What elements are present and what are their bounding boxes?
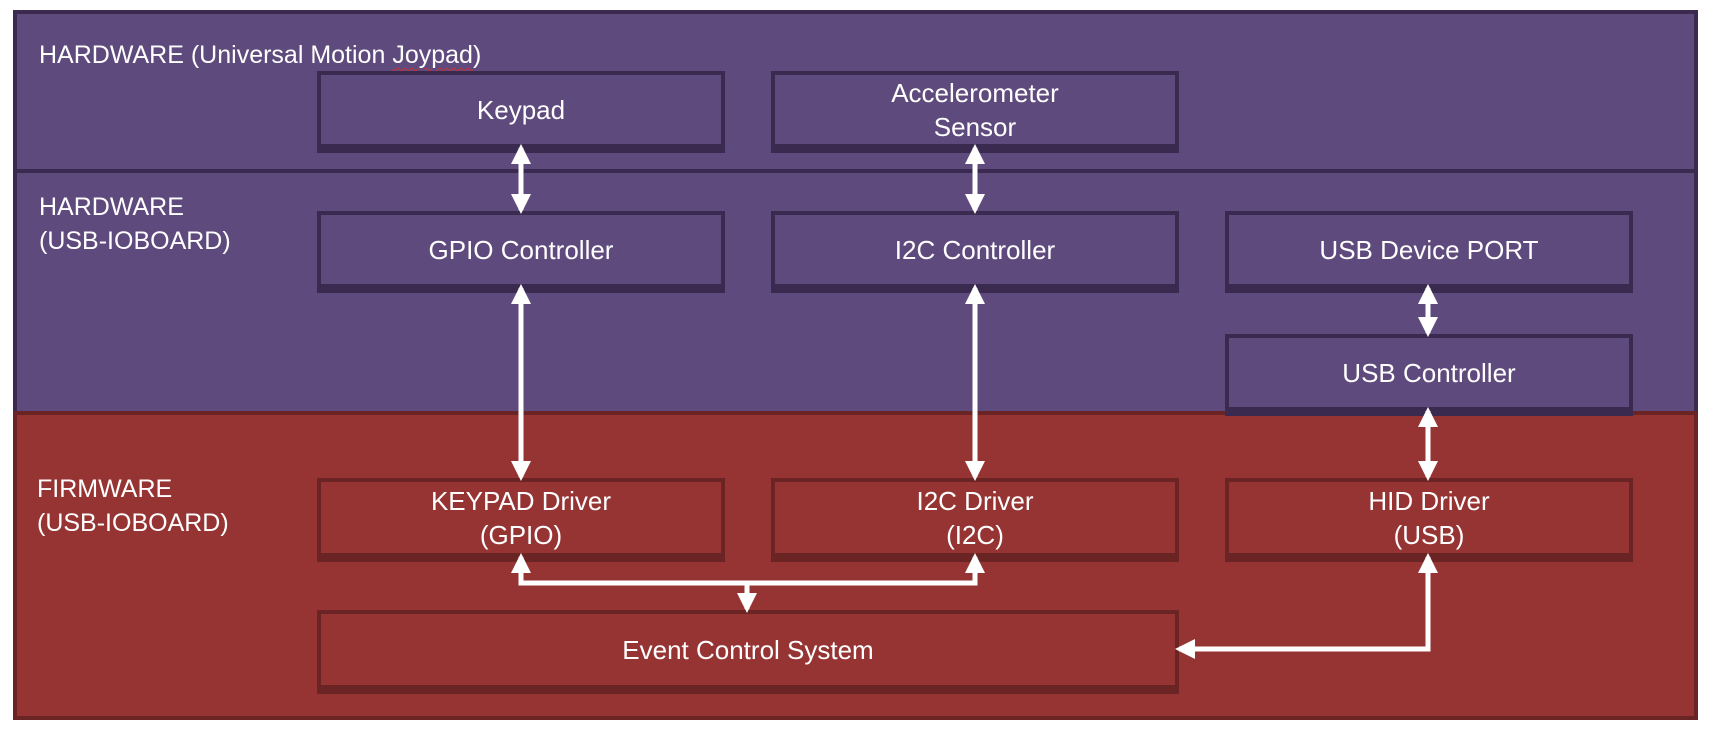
event-control-system-box: Event Control System: [317, 610, 1179, 694]
hid-driver-box: HID Driver (USB): [1225, 478, 1633, 562]
keypad-driver-box: KEYPAD Driver (GPIO): [317, 478, 725, 562]
gpio-controller-box: GPIO Controller: [317, 211, 725, 293]
keypad-label: Keypad: [476, 94, 566, 125]
i2c-driver-label: I2C Driver (I2C): [916, 485, 1034, 550]
usb-controller-box: USB Controller: [1225, 334, 1633, 416]
hardware-joypad-label-suffix: ): [472, 41, 482, 69]
event-control-system-label: Event Control System: [622, 634, 874, 665]
firmware-ioboard-label: FIRMWARE (USB-IOBOARD): [37, 475, 229, 537]
usb-controller-label: USB Controller: [1342, 357, 1516, 388]
hardware-ioboard-label: HARDWARE (USB-IOBOARD): [39, 193, 231, 255]
i2c-driver-box: I2C Driver (I2C): [771, 478, 1179, 562]
keypad-box: Keypad: [317, 71, 725, 153]
keypad-driver-label: KEYPAD Driver (GPIO): [430, 485, 612, 550]
firmware-layer-top-band: [13, 411, 1698, 452]
accelerometer-sensor-label: Accelerometer Sensor: [891, 77, 1059, 142]
accelerometer-sensor-box: Accelerometer Sensor: [771, 71, 1179, 153]
hid-driver-label: HID Driver (USB): [1368, 485, 1490, 550]
hardware-joypad-label-squiggle: Joypad: [392, 41, 473, 69]
usb-device-port-label: USB Device PORT: [1319, 234, 1539, 265]
hardware-joypad-label-prefix: HARDWARE (Universal Motion: [39, 41, 393, 69]
hardware-joypad-label: HARDWARE (Universal Motion Joypad): [39, 38, 481, 72]
i2c-controller-box: I2C Controller: [771, 211, 1179, 293]
gpio-controller-label: GPIO Controller: [428, 234, 614, 265]
usb-device-port-box: USB Device PORT: [1225, 211, 1633, 293]
i2c-controller-label: I2C Controller: [894, 234, 1056, 265]
